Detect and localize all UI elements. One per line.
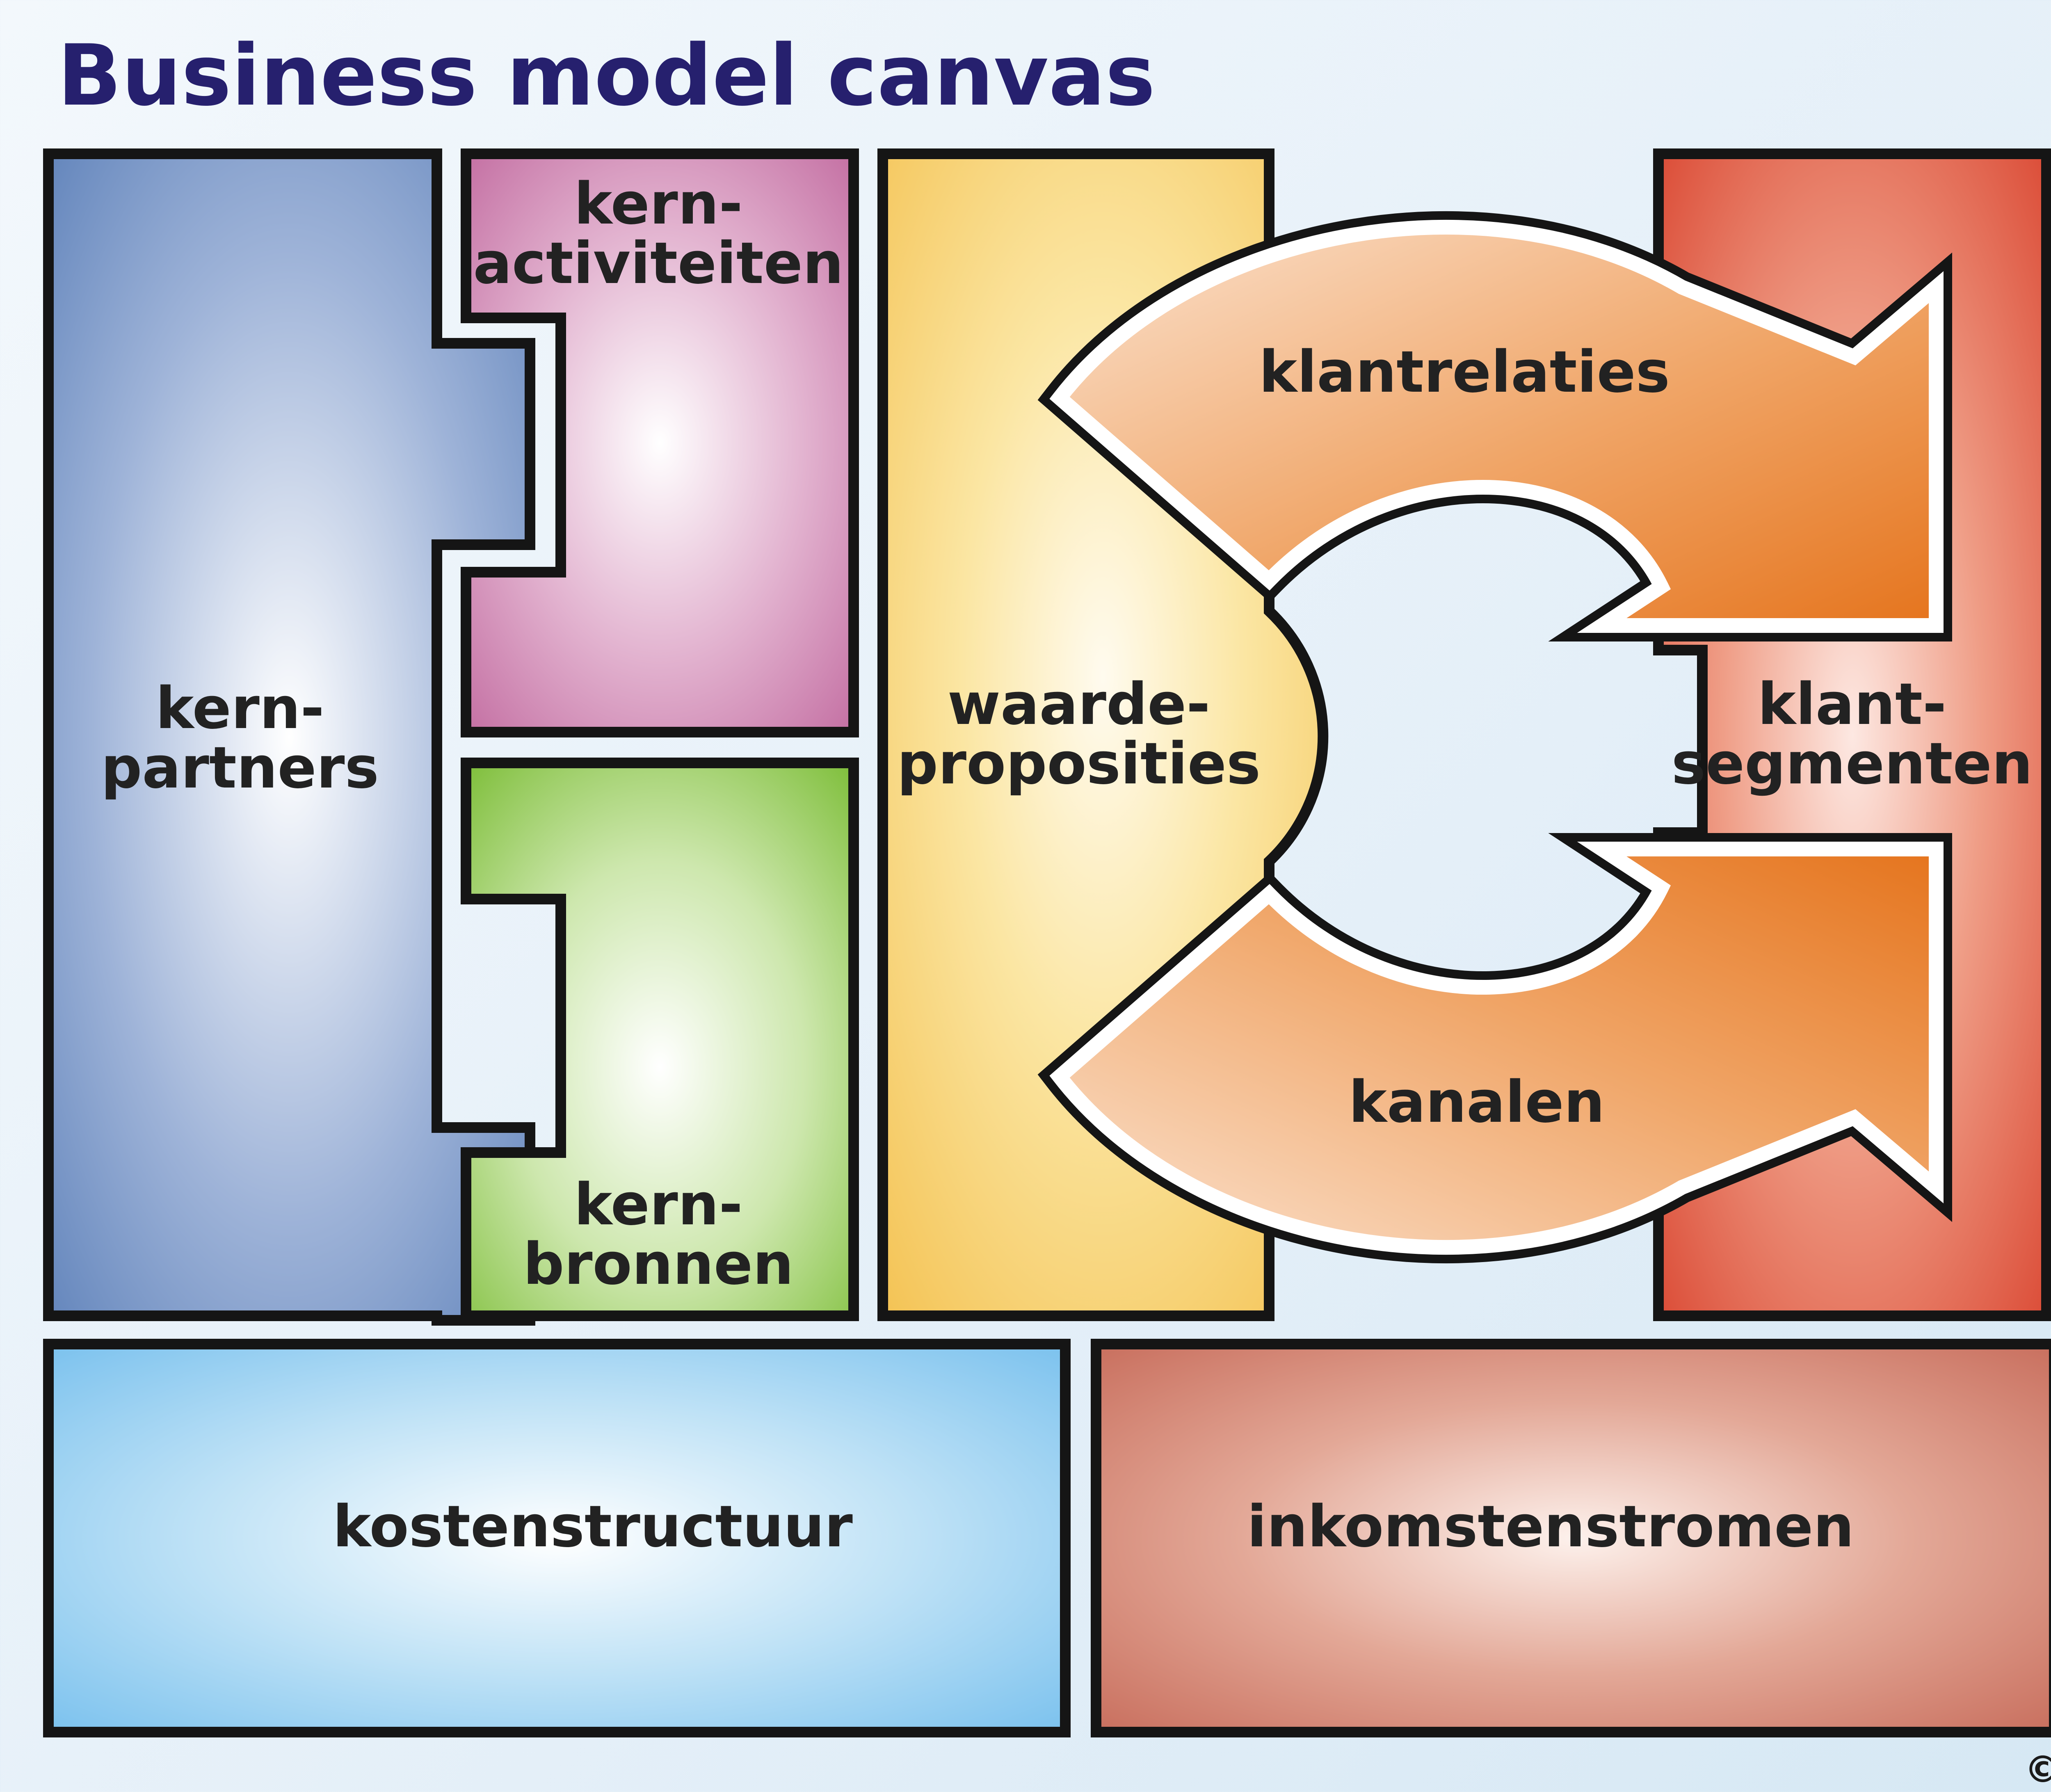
kostenstructuur-label: kostenstructuur <box>333 1493 853 1560</box>
block-kostenstructuur: kostenstructuur <box>43 1339 1071 1737</box>
kernpartners-shape <box>43 148 535 1326</box>
kernbronnen-shape <box>461 758 859 1321</box>
page-title: Business model canvas <box>57 27 1156 125</box>
klantsegmenten-label-line1: klant- <box>1758 671 1946 738</box>
klantrelaties-label: klantrelaties <box>1259 339 1670 406</box>
block-kernpartners: kern- partners <box>43 148 535 1326</box>
klantsegmenten-label-line2: segmenten <box>1672 730 2033 797</box>
block-kernbronnen: kern- bronnen <box>461 758 859 1321</box>
kanalen-label: kanalen <box>1349 1069 1605 1136</box>
kernactiviteiten-label-line1: kern- <box>574 171 742 237</box>
inkomstenstromen-label: inkomstenstromen <box>1247 1493 1854 1560</box>
kernactiviteiten-shape <box>461 148 859 737</box>
waardeproposities-label-line2: proposities <box>897 730 1261 797</box>
copyright-mark: ©3R <box>2024 1748 2051 1791</box>
kernpartners-label-line2: partners <box>101 735 379 801</box>
kernbronnen-label-line1: kern- <box>574 1171 742 1238</box>
klantrelaties-shape <box>1049 219 1944 633</box>
kernpartners-label-line1: kern- <box>155 675 324 742</box>
kanalen-shape <box>1049 842 1944 1255</box>
block-kernactiviteiten: kern- activiteiten <box>461 148 859 737</box>
waardeproposities-label-line1: waarde- <box>948 671 1211 738</box>
kostenstructuur-shape <box>43 1339 1071 1737</box>
kernbronnen-label-line2: bronnen <box>523 1231 793 1298</box>
kernactiviteiten-label-line2: activiteiten <box>473 230 843 297</box>
arrow-kanalen: kanalen <box>1037 833 1952 1264</box>
block-inkomstenstromen: inkomstenstromen <box>1091 1339 2051 1737</box>
inkomstenstromen-shape <box>1091 1339 2051 1737</box>
arrow-klantrelaties: klantrelaties <box>1037 211 1952 641</box>
